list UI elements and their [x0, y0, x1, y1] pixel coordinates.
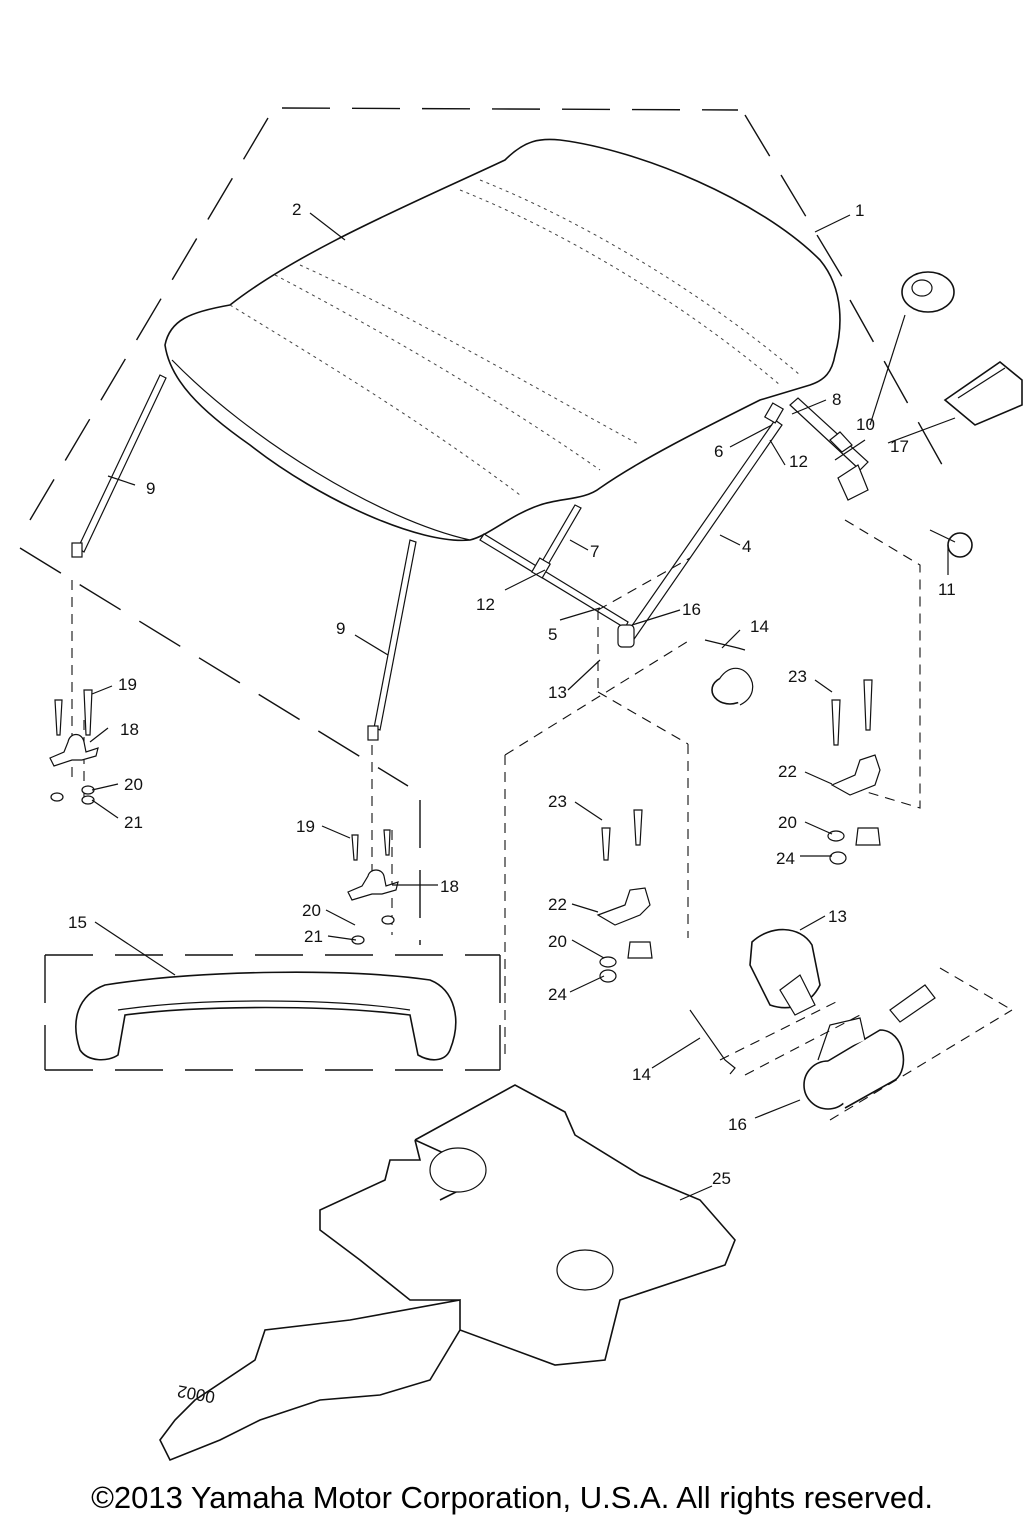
callout-24: 24 [548, 985, 567, 1004]
bracket-hardware-right [827, 679, 881, 865]
bracket-hardware-center [596, 809, 653, 983]
callout-10: 10 [856, 415, 875, 434]
hinge-detail [689, 928, 1013, 1121]
mat-cutout-upper [429, 1147, 487, 1193]
assembly-outline [19, 107, 946, 787]
callout-21: 21 [124, 813, 143, 832]
callout-18: 18 [120, 720, 139, 739]
callout-14: 14 [632, 1065, 651, 1084]
callout-24: 24 [776, 849, 795, 868]
frame-tubes [71, 374, 869, 741]
callout-9: 9 [146, 479, 155, 498]
callout-25: 25 [712, 1169, 731, 1188]
callout-12: 12 [476, 595, 495, 614]
callout-5: 5 [548, 625, 557, 644]
callout-20: 20 [124, 775, 143, 794]
callout-16: 16 [728, 1115, 747, 1134]
callout-16: 16 [682, 600, 701, 619]
callout-23: 23 [788, 667, 807, 686]
copyright-notice: ©2013 Yamaha Motor Corporation, U.S.A. A… [91, 1480, 933, 1515]
center-strap-hardware [347, 829, 399, 945]
callout-2: 2 [292, 200, 301, 219]
mat-cutout-lower [556, 1249, 614, 1291]
callout-6: 6 [714, 442, 723, 461]
callout-22: 22 [778, 762, 797, 781]
callout-13: 13 [828, 907, 847, 926]
grab-handle [75, 971, 457, 1061]
callout-11: 11 [938, 580, 956, 599]
callout-22: 22 [548, 895, 567, 914]
fitting-parts [704, 271, 1023, 706]
callout-4: 4 [742, 537, 751, 556]
mat-marking: 0002 [176, 1381, 217, 1406]
callout-19: 19 [118, 675, 137, 694]
canopy-cover [164, 138, 841, 542]
floor-mat [159, 1084, 736, 1462]
leader-lines [89, 212, 956, 1201]
hardware-outline [504, 519, 921, 1060]
callout-20: 20 [548, 932, 567, 951]
callout-1: 1 [855, 201, 864, 220]
callout-19: 19 [296, 817, 315, 836]
callout-14: 14 [750, 617, 769, 636]
callout-20: 20 [778, 813, 797, 832]
callout-8: 8 [832, 390, 841, 409]
callout-12: 12 [789, 452, 808, 471]
callout-13: 13 [548, 683, 567, 702]
callout-23: 23 [548, 792, 567, 811]
callout-20: 20 [302, 901, 321, 920]
callout-17: 17 [890, 437, 909, 456]
callout-21: 21 [304, 927, 323, 946]
callout-15: 15 [68, 913, 87, 932]
grab-handle-outline [44, 800, 501, 1071]
callout-7: 7 [590, 542, 599, 561]
grab-handle-inner-line [117, 1000, 411, 1011]
callout-9: 9 [336, 619, 345, 638]
callout-18: 18 [440, 877, 459, 896]
left-strap-hardware [49, 689, 99, 805]
